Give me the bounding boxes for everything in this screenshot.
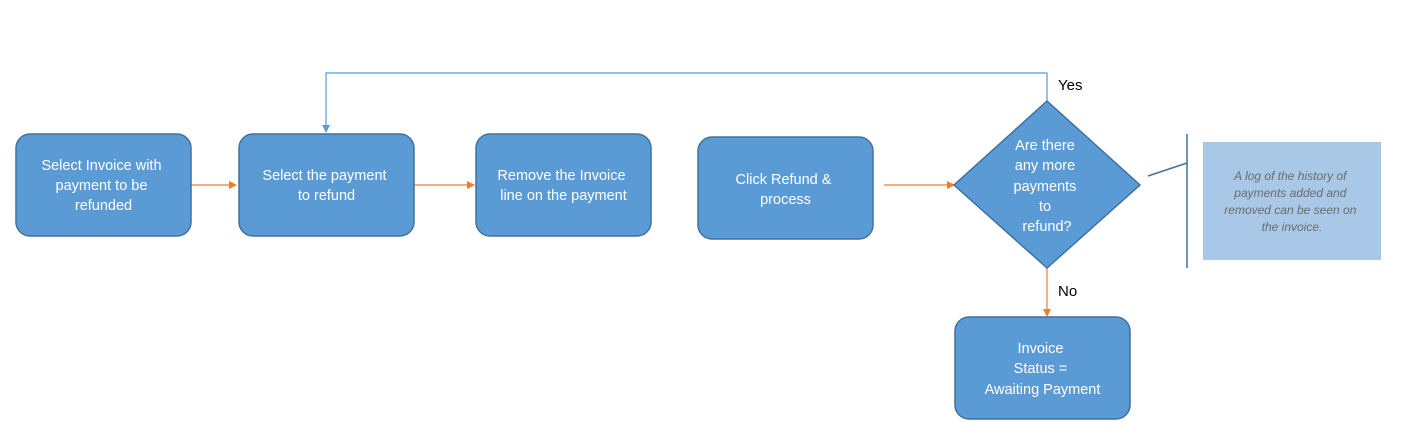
node-click-refund-label: Click Refund & process [736, 172, 836, 208]
edge-decision-yes-loop [322, 72, 1048, 133]
node-invoice-status: Invoice Status = Awaiting Payment [954, 316, 1131, 420]
edge-label-no: No [1058, 283, 1077, 300]
node-remove-line: Remove the Invoice line on the payment [475, 133, 652, 237]
edge-label-yes: Yes [1058, 77, 1082, 94]
node-decision-label: Are there any more payments to refund? [1014, 138, 1081, 235]
node-remove-line-label: Remove the Invoice line on the payment [497, 168, 629, 204]
node-invoice-status-label: Invoice Status = Awaiting Payment [985, 341, 1101, 398]
node-decision: Are there any more payments to refund? [952, 99, 1142, 270]
node-select-invoice-label: Select Invoice with payment to be refund… [41, 158, 165, 214]
node-select-payment: Select the payment to refund [238, 133, 415, 237]
node-select-invoice: Select Invoice with payment to be refund… [15, 133, 192, 237]
annotation-note-text: A log of the history of payments added a… [1224, 169, 1359, 234]
annotation-connector [1147, 162, 1188, 177]
node-select-payment-label: Select the payment to refund [262, 168, 390, 204]
node-click-refund: Click Refund & process [697, 136, 874, 240]
annotation-note: A log of the history of payments added a… [1203, 142, 1381, 260]
